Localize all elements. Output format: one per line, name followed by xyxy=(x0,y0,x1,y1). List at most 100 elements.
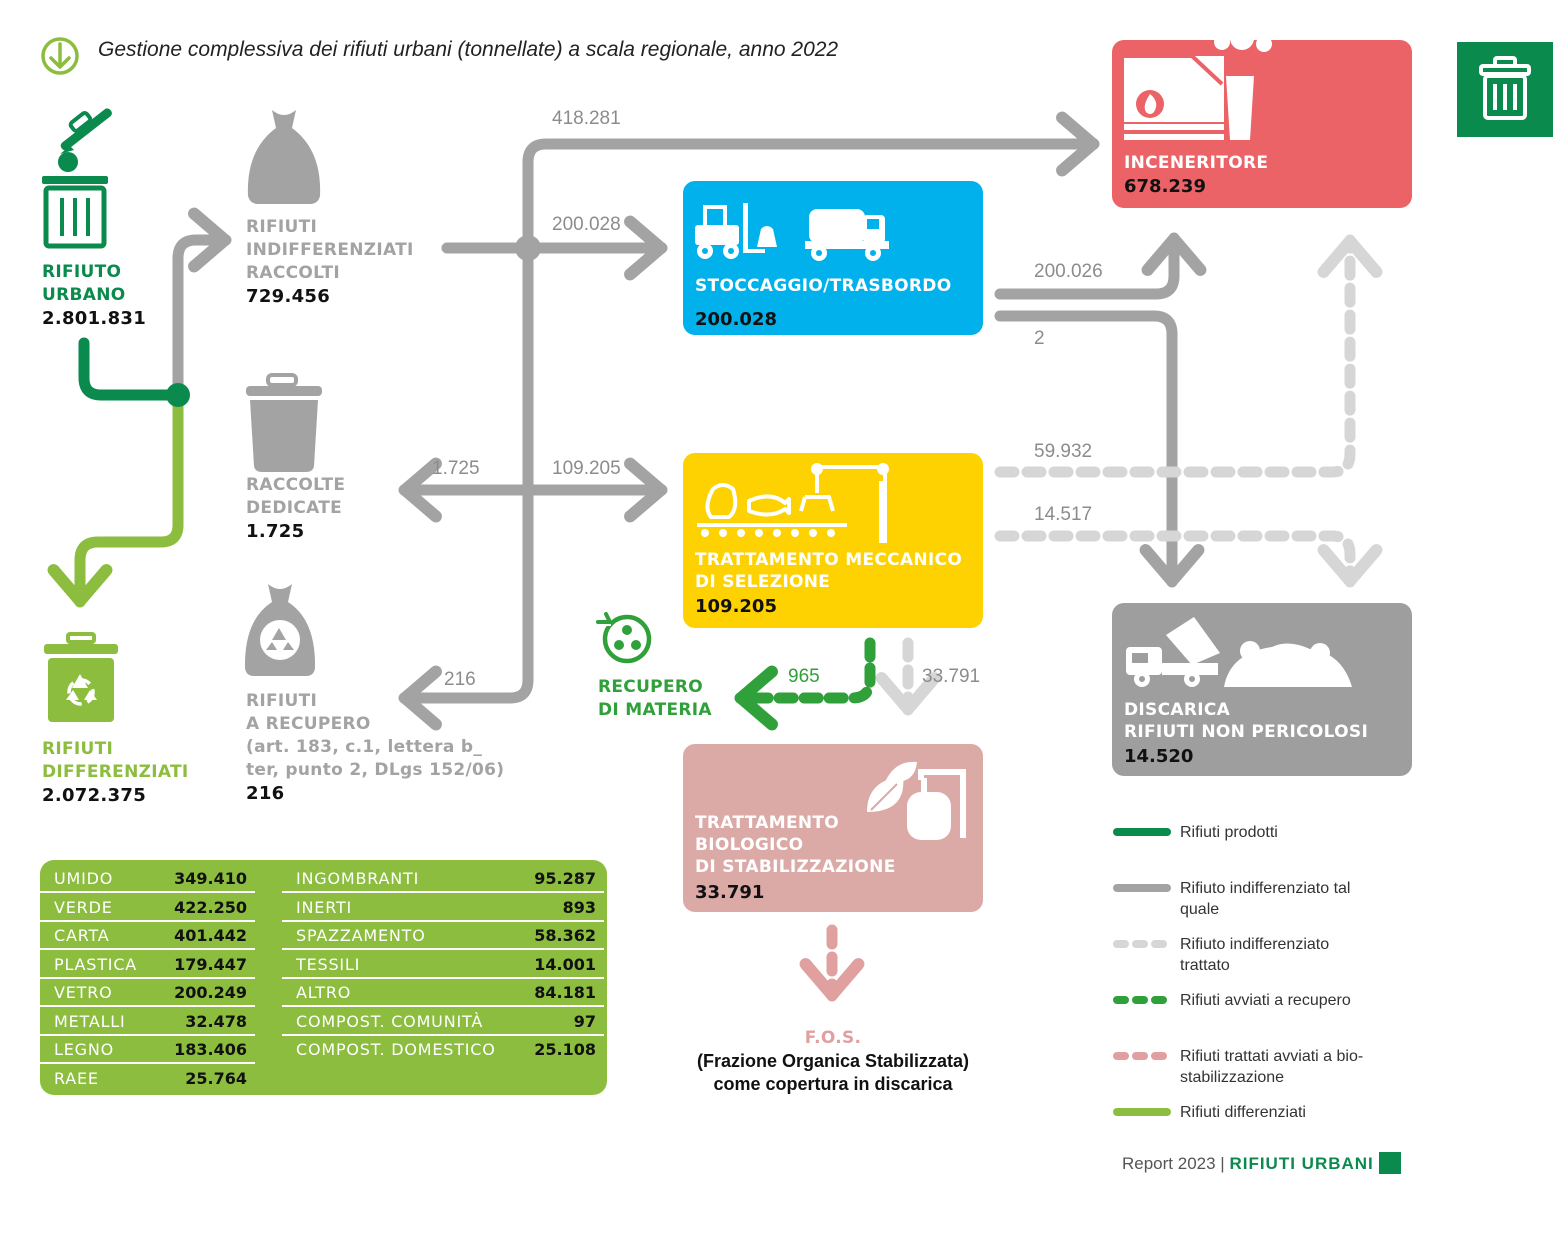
table-cell-value: 58.362 xyxy=(534,926,596,945)
node-indifferenziati: RIFIUTI INDIFFERENZIATI RACCOLTI 729.456 xyxy=(246,216,414,309)
box-value: 109.205 xyxy=(695,596,777,617)
node-label: ter, punto 2, DLgs 152/06) xyxy=(246,760,505,780)
legend-swatch xyxy=(1113,1052,1171,1060)
box-inceneritore: INCENERITORE 678.239 xyxy=(1112,12,1412,208)
flow-stocc-to-inc xyxy=(994,232,1207,300)
node-differenziati: RIFIUTI DIFFERENZIATI 2.072.375 xyxy=(42,738,189,808)
flow-value: 200.028 xyxy=(552,214,621,235)
sorting-conveyor-icon xyxy=(697,463,889,543)
trash-bin-icon xyxy=(1479,56,1531,120)
table-cell-name: INERTI xyxy=(296,897,353,917)
table-cell-name: SPAZZAMENTO xyxy=(296,926,426,945)
node-label: RACCOLTE xyxy=(246,475,346,495)
box-stoccaggio: STOCCAGGIO/TRASBORDO 200.028 xyxy=(683,181,983,335)
box-label: RIFIUTI NON PERICOLOSI xyxy=(1124,722,1369,742)
node-label: DI MATERIA xyxy=(598,700,712,720)
table-row: LEGNO 183.406 xyxy=(40,1038,255,1064)
box-discarica: DISCARICA RIFIUTI NON PERICOLOSI 14.520 xyxy=(1112,603,1412,776)
node-value: 729.456 xyxy=(246,286,331,307)
flow-value: 200.026 xyxy=(1034,261,1103,282)
flow-value: 109.205 xyxy=(552,458,621,479)
box-value: 33.791 xyxy=(695,882,765,903)
table-cell-name: VERDE xyxy=(54,897,113,917)
node-label: A RECUPERO xyxy=(246,714,371,734)
table-cell-name: LEGNO xyxy=(54,1040,114,1059)
box-biologico: TRATTAMENTO BIOLOGICO DI STABILIZZAZIONE… xyxy=(683,744,983,912)
fos-title: F.O.S. xyxy=(804,1028,862,1048)
box-label: TRATTAMENTO xyxy=(695,813,840,833)
table-row: INGOMBRANTI 95.287 xyxy=(282,867,604,893)
table-cell-name: PLASTICA xyxy=(54,954,138,974)
trash-can-icon xyxy=(42,108,112,249)
table-cell-name: INGOMBRANTI xyxy=(296,869,420,888)
flow-value: 14.517 xyxy=(1034,504,1093,525)
footer: Report 2023 | RIFIUTI URBANI xyxy=(1122,1152,1401,1174)
box-label: BIOLOGICO xyxy=(695,835,804,855)
junction-indiff xyxy=(515,235,541,261)
table-cell-name: COMPOST. COMUNITÀ xyxy=(296,1011,484,1031)
table-cell-value: 349.410 xyxy=(174,869,247,888)
table-row: INERTI 893 xyxy=(282,896,604,922)
table-cell-name: VETRO xyxy=(54,983,113,1002)
table-cell-name: METALLI xyxy=(54,1011,126,1031)
flow-tmb-to-disc xyxy=(994,530,1383,588)
node-recupero-materia: RECUPERO DI MATERIA xyxy=(598,676,712,722)
garbage-bag-icon xyxy=(247,110,321,204)
node-label: RIFIUTO xyxy=(42,262,122,282)
flow-to-indifferenziati xyxy=(172,207,232,401)
bin-pot-icon xyxy=(246,373,322,472)
table-row: METALLI 32.478 xyxy=(40,1010,255,1036)
table-cell-name: CARTA xyxy=(54,926,110,945)
node-label: RIFIUTI xyxy=(246,217,318,237)
legend-text: Rifiuti prodotti xyxy=(1180,824,1278,841)
node-label: DEDICATE xyxy=(246,498,343,518)
legend-text: Rifiuto indifferenziato tal quale xyxy=(1180,880,1351,918)
table-cell-value: 84.181 xyxy=(534,983,596,1002)
fos-desc: (Frazione Organica Stabilizzata) xyxy=(696,1051,970,1071)
node-label: RECUPERO xyxy=(598,677,703,697)
node-label: URBANO xyxy=(42,285,126,305)
legend-swatch xyxy=(1113,884,1171,892)
flow-value: 418.281 xyxy=(552,108,621,129)
node-rifiuto-urbano: RIFIUTO URBANO 2.801.831 xyxy=(42,261,146,331)
flow-trunk xyxy=(398,242,534,731)
table-cell-name: UMIDO xyxy=(54,869,114,888)
table-cell-value: 32.478 xyxy=(185,1011,247,1031)
flow-value: 216 xyxy=(444,669,476,690)
table-cell-value: 893 xyxy=(562,897,596,917)
flow-value: 2 xyxy=(1034,328,1045,349)
box-label: INCENERITORE xyxy=(1124,153,1269,173)
box-tmb: TRATTAMENTO MECCANICO DI SELEZIONE 109.2… xyxy=(683,453,983,628)
incinerator-icon xyxy=(1124,12,1272,140)
table-cell-value: 422.250 xyxy=(174,897,247,917)
table-cell-value: 183.406 xyxy=(174,1040,247,1059)
node-rifiuti-recupero: RIFIUTI A RECUPERO (art. 183, c.1, lette… xyxy=(246,690,504,806)
flow-value: 33.791 xyxy=(922,666,981,687)
node-fos: F.O.S. (Frazione Organica Stabilizzata) … xyxy=(683,1026,983,1096)
node-raccolte-dedicate: RACCOLTE DEDICATE 1.725 xyxy=(246,474,345,544)
table-cell-value: 25.764 xyxy=(185,1068,247,1088)
box-value: 200.028 xyxy=(695,309,777,330)
table-row: SPAZZAMENTO 58.362 xyxy=(282,924,604,950)
legend-swatch xyxy=(1113,828,1171,836)
flow-to-inceneritore xyxy=(522,111,1100,254)
table-cell-value: 95.287 xyxy=(534,869,596,888)
legend-swatch xyxy=(1113,996,1171,1004)
node-label: RIFIUTI xyxy=(246,691,318,711)
legend-text: Rifiuto indifferenziato trattato xyxy=(1180,936,1330,974)
node-value: 2.801.831 xyxy=(42,308,147,329)
junction-main xyxy=(166,383,190,407)
legend-swatch xyxy=(1113,1108,1171,1116)
box-value: 14.520 xyxy=(1124,746,1194,767)
node-label: INDIFFERENZIATI xyxy=(246,240,414,260)
section-badge xyxy=(1457,42,1553,137)
box-label: STOCCAGGIO/TRASBORDO xyxy=(695,276,952,296)
flow-differenziati xyxy=(47,389,184,608)
